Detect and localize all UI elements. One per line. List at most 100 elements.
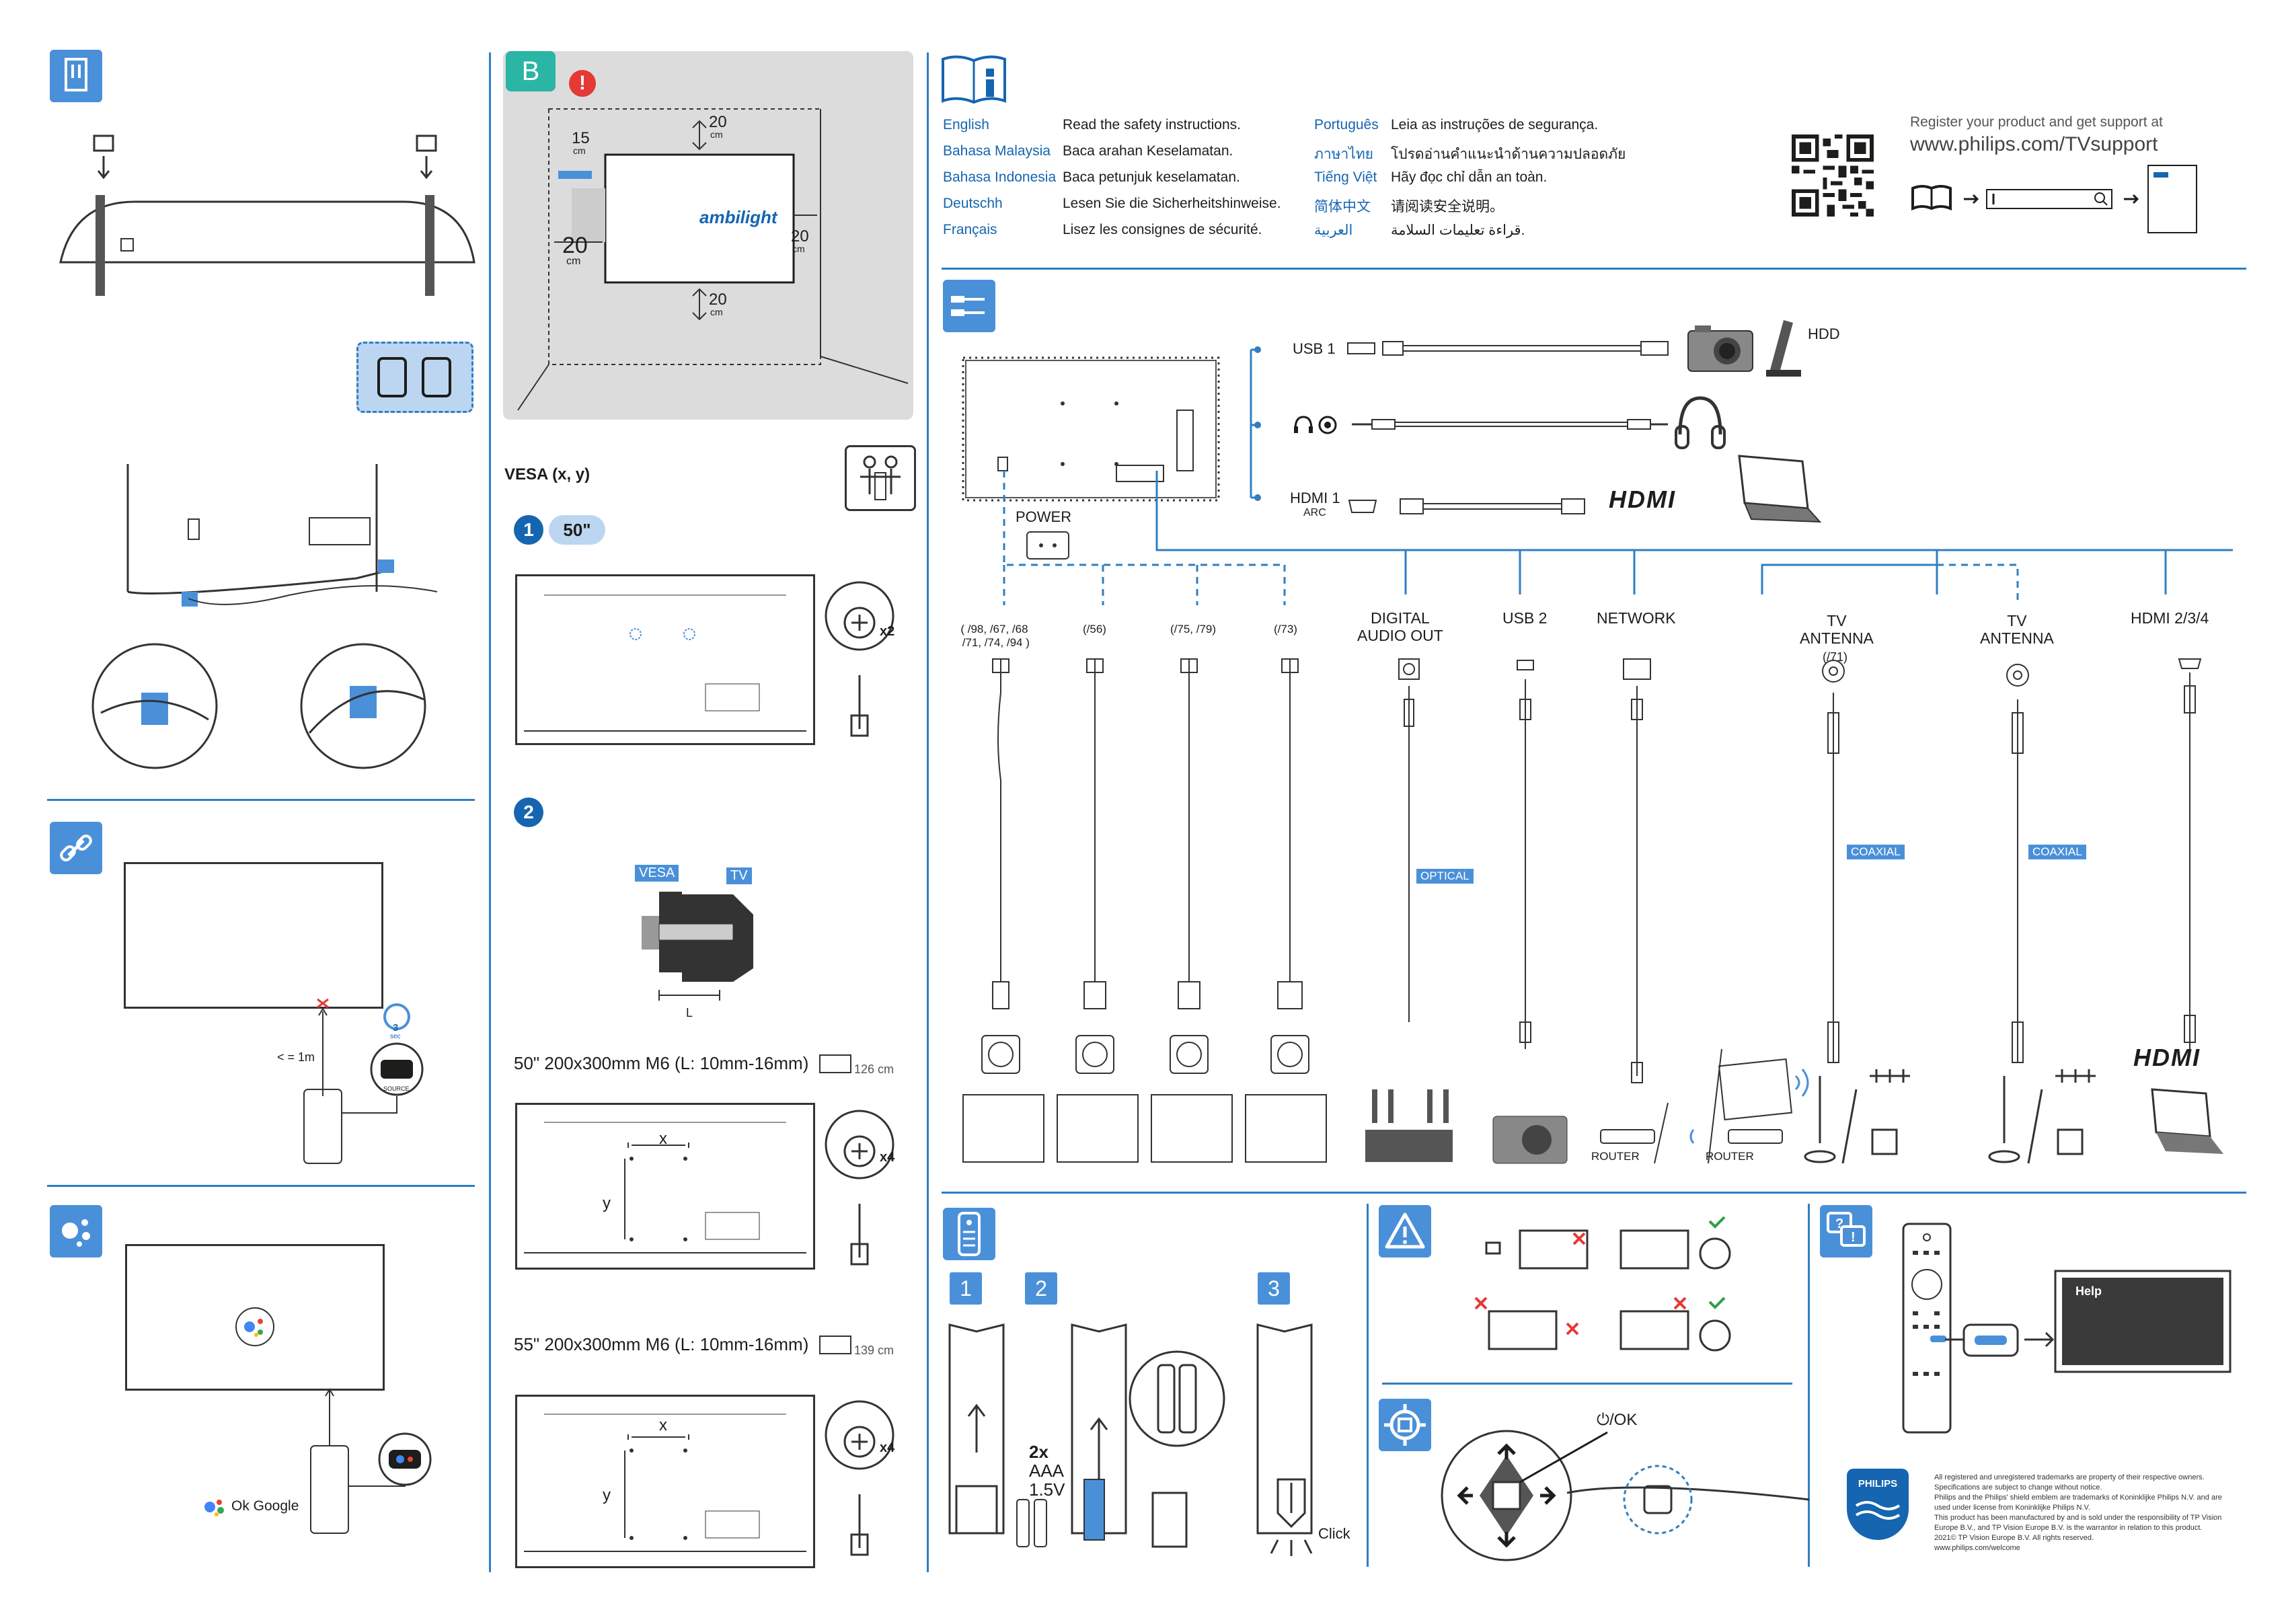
column-divider-2 xyxy=(927,52,929,1572)
tv-stand-drawing xyxy=(59,134,475,296)
audio-cable xyxy=(1352,419,1668,430)
ambilight-logo: ambilight xyxy=(699,207,777,227)
safety-row: Deutschh Lesen Sie die Sicherheitshinweis… xyxy=(943,196,1281,212)
vesa-step-2: 2 xyxy=(514,798,543,827)
legal-line: Philips and the Philips' shield emblem a… xyxy=(1934,1494,2222,1502)
digital-audio-label: DIGITAL AUDIO OUT xyxy=(1357,609,1443,644)
svg-text:!: ! xyxy=(1851,1230,1856,1245)
tv-antenna-label-2: TV ANTENNA xyxy=(1980,612,2054,647)
usb1-label: USB 1 xyxy=(1293,340,1336,357)
support-flow-drawing xyxy=(1911,165,2197,233)
remote-battery-icon xyxy=(943,1208,995,1260)
headphones-icon xyxy=(1673,394,1727,452)
pairing-sec-num: 3 xyxy=(393,1022,399,1034)
safety-language[interactable]: English xyxy=(943,117,989,132)
register-url: www.philips.com/TVsupport xyxy=(1910,133,2158,155)
cable-clip-callout xyxy=(356,342,473,413)
screw-callout-2 xyxy=(825,1110,894,1266)
hdd-icon xyxy=(1763,316,1804,378)
laptop-icon xyxy=(1735,452,1823,529)
vesa-title: VESA (x, y) xyxy=(504,465,590,484)
safety-language[interactable]: Deutschh xyxy=(943,196,1003,211)
two-person-icon xyxy=(845,445,916,511)
router-label-1: ROUTER xyxy=(1591,1150,1640,1163)
battery-type: AAA xyxy=(1029,1461,1065,1481)
safety-language[interactable]: Bahasa Malaysia xyxy=(943,143,1051,159)
power-label: POWER xyxy=(1016,508,1072,525)
google-assistant-icon xyxy=(50,1205,102,1258)
dim-right: 20 xyxy=(791,227,809,245)
safety-language[interactable]: Português xyxy=(1314,117,1379,132)
power-socket-icon xyxy=(1026,531,1069,559)
safety-language[interactable]: العربية xyxy=(1314,223,1353,238)
dim-bottom-unit: cm xyxy=(710,307,723,317)
tv-back-drawing-3 xyxy=(515,1395,815,1568)
safety-language[interactable]: Français xyxy=(943,222,997,237)
safety-text: Lesen Sie die Sicherheitshinweise. xyxy=(1063,196,1281,211)
safety-language[interactable]: Bahasa Indonesia xyxy=(943,169,1057,185)
qr-code xyxy=(1792,134,1874,217)
section-divider-warn xyxy=(1382,1383,1792,1385)
hdmi1-cable xyxy=(1348,498,1585,514)
vesa-x-label-1: x xyxy=(659,1130,667,1148)
legal-line: www.philips.com/welcome xyxy=(1934,1544,2020,1552)
section-divider-bottom-2 xyxy=(1808,1204,1810,1567)
legal-line: 2021© TP Vision Europe B.V. All rights r… xyxy=(1934,1534,2094,1542)
connections-cable-icon xyxy=(943,280,995,332)
hdmi-logo-2: HDMI xyxy=(2133,1044,2201,1071)
help-title: Help xyxy=(2075,1284,2102,1298)
remote-pairing-drawing xyxy=(303,998,424,1164)
safety-row: 简体中文请阅读安全说明。 xyxy=(1314,196,1504,216)
safety-row: Bahasa Malaysia Baca arahan Keselamatan. xyxy=(943,143,1233,159)
pair-label: PAIR xyxy=(388,1060,402,1067)
headphone-jack-icon xyxy=(1291,413,1338,436)
size-badge-50: 50" xyxy=(549,515,605,545)
battery-step-1: 1 xyxy=(950,1272,982,1305)
safety-language[interactable]: ภาษาไทย xyxy=(1314,147,1373,162)
dim-left: 20 xyxy=(562,233,588,258)
viewing-distance-icon-55 xyxy=(819,1336,851,1354)
screw-callout-1 xyxy=(825,581,894,737)
power-ok-label: ⏻/OK xyxy=(1597,1411,1638,1429)
safety-text: Baca arahan Keselamatan. xyxy=(1063,143,1233,159)
section-divider-left-1 xyxy=(47,799,475,801)
safety-row: English Read the safety instructions. xyxy=(943,117,1241,133)
joystick-settings-icon xyxy=(1379,1399,1431,1451)
safety-text: โปรดอ่านคำแนะนำด้านความปลอดภัย xyxy=(1391,147,1626,162)
safety-text: Read the safety instructions. xyxy=(1063,117,1241,132)
section-b-letter: B xyxy=(521,56,540,86)
viewing-distance-50: 126 cm xyxy=(854,1062,894,1076)
click-label: Click xyxy=(1318,1525,1350,1542)
remote-help-drawing xyxy=(1902,1223,2232,1434)
svg-text:?: ? xyxy=(1835,1216,1843,1231)
legal-line: Europe B.V., and TP Vision Europe B.V. i… xyxy=(1934,1524,2203,1532)
column-divider-1 xyxy=(489,52,491,1572)
tv-back-connections-drawing xyxy=(962,356,1220,502)
connections-wiring xyxy=(1003,346,2233,605)
usb2-label: USB 2 xyxy=(1502,609,1548,627)
safety-language[interactable]: 简体中文 xyxy=(1314,199,1371,215)
vesa-y-label-2: y xyxy=(603,1486,611,1504)
tv-screen-assistant xyxy=(125,1244,385,1391)
tv-tag: TV xyxy=(726,867,752,884)
screw-count-x4-b: x4 xyxy=(880,1440,895,1455)
hdmi-logo-1: HDMI xyxy=(1609,486,1676,513)
router-label-2: ROUTER xyxy=(1706,1150,1754,1163)
cable-management-drawing xyxy=(91,464,438,769)
legal-line: This product has been manufactured by an… xyxy=(1934,1514,2222,1522)
philips-shield-logo: PHILIPS xyxy=(1847,1469,1909,1540)
wall-mount-drawing xyxy=(517,108,909,411)
section-divider-right-mid xyxy=(942,1192,2246,1194)
safety-book-icon xyxy=(940,54,1007,105)
stand-assembly-icon xyxy=(50,50,102,102)
hdmi1-arc-label: ARC xyxy=(1303,507,1326,518)
battery-voltage: 1.5V xyxy=(1029,1479,1065,1500)
safety-language[interactable]: Tiếng Việt xyxy=(1314,169,1377,185)
tv-antenna-sub-1: (/71) xyxy=(1823,650,1848,664)
safety-text: Leia as instruções de segurança. xyxy=(1391,117,1599,132)
care-instructions-drawing xyxy=(1474,1216,1731,1352)
hdmi234-label: HDMI 2/3/4 xyxy=(2131,609,2209,627)
section-b-badge: B xyxy=(506,51,556,91)
